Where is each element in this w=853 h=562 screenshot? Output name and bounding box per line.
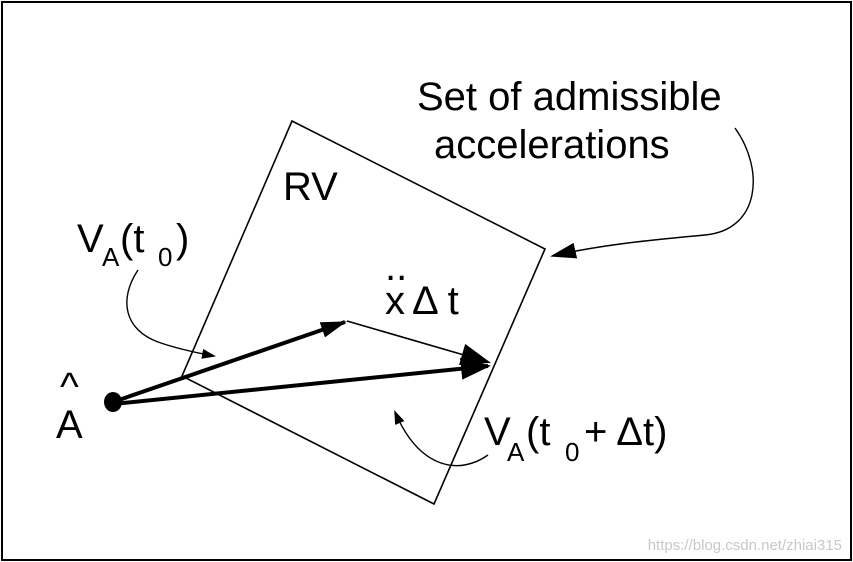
set-label-line2: accelerations [434,123,670,167]
va-t0-label: V A (t 0 ) [77,217,189,272]
acceleration-label: .. x Δ t [385,245,459,323]
velocity-vector-t0 [112,320,347,404]
accel-x: x [385,279,405,323]
rv-region [180,119,547,506]
a-hat-label: ^ A [56,365,83,447]
velocity-vector-t0-dt [112,357,491,406]
a-hat-letter: A [56,403,83,447]
va-t0dt-v: V [484,410,511,454]
va-t0-sub-a: A [102,242,120,272]
set-pointer-curve [550,127,754,259]
va-t0-dt-label: V A (t 0 + Δt) [484,410,667,467]
va-t0-pointer-curve [126,269,216,359]
set-label-line1: Set of admissible [417,75,722,119]
va-t0-v: V [77,217,104,261]
acceleration-increment-vector [346,320,491,366]
va-t0dt-sub-0: 0 [565,437,579,467]
va-t0-sub-0: 0 [158,242,172,272]
a-hat-caret: ^ [60,365,79,409]
va-t0dt-rest: + Δt) [584,410,667,454]
va-t0-open: (t [120,217,144,261]
accel-delta-t: Δ t [412,279,459,323]
accel-dots: .. [385,245,407,289]
va-t0-close: ) [176,217,189,261]
va-t0dt-open: (t [526,410,550,454]
va-t0-dt-pointer-curve [394,410,489,467]
rv-label: RV [283,165,338,209]
watermark-text: https://blog.csdn.net/zhiai315 [648,537,842,554]
va-t0dt-sub-a: A [507,437,525,467]
